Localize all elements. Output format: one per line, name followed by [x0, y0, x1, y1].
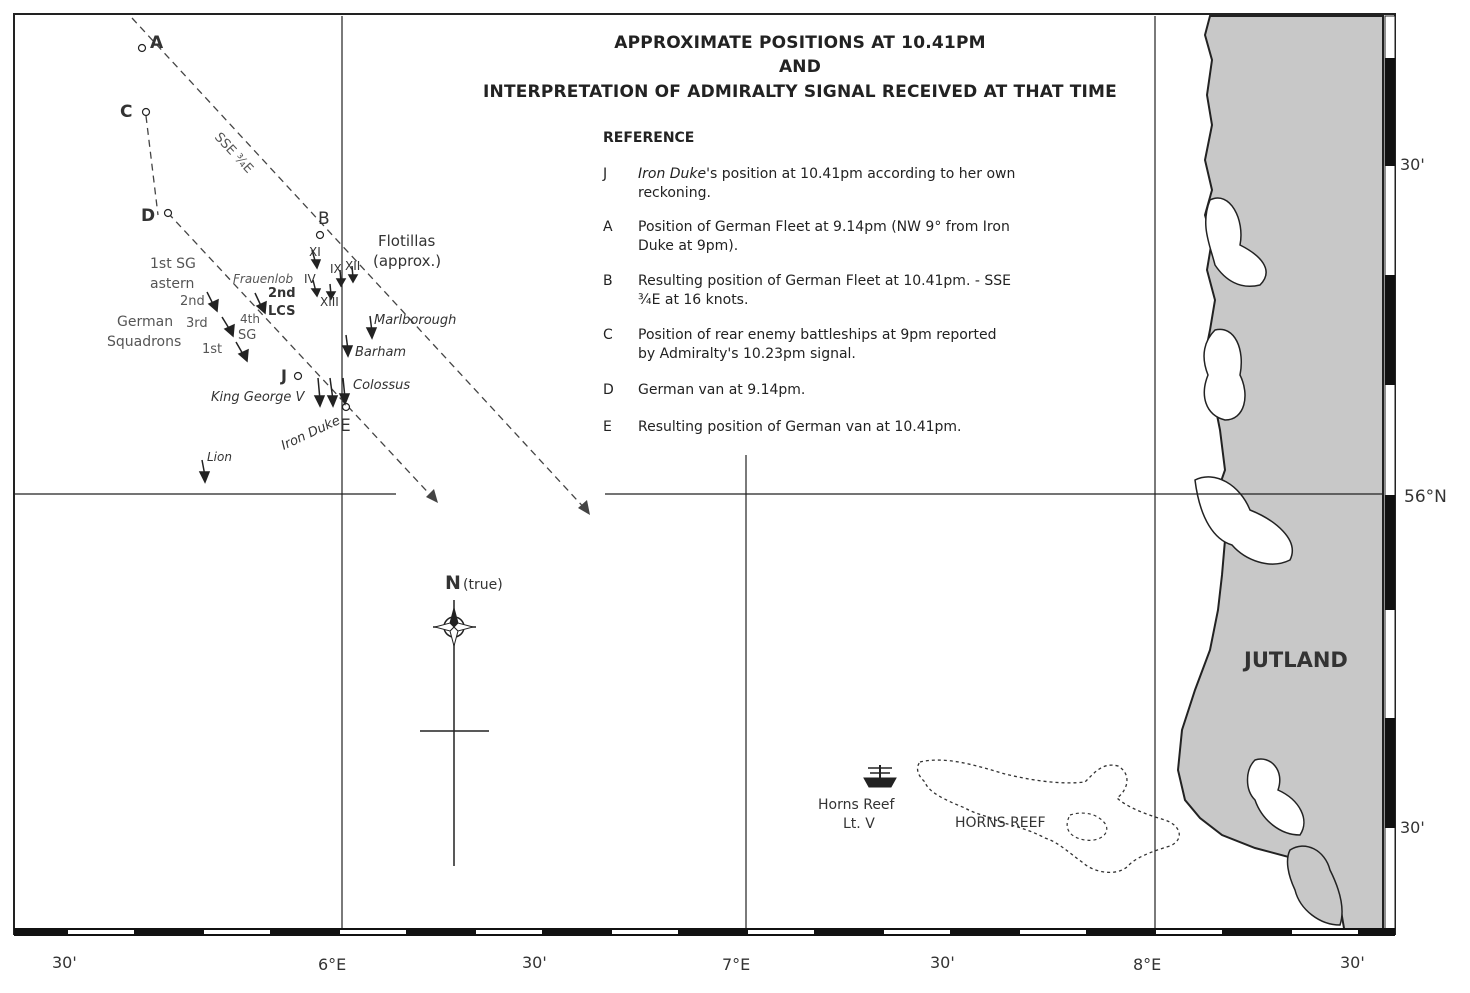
german-sg-label: SG [238, 328, 257, 343]
track-a-b-dashed [131, 17, 589, 513]
compass-n-label: N [445, 572, 461, 594]
horns-reef-lv-label-1: Horns Reef [818, 797, 895, 813]
point-e-marker [341, 402, 351, 412]
axis-bottom-label: 30' [930, 953, 955, 972]
map-title-line3: INTERPRETATION OF ADMIRALTY SIGNAL RECEI… [483, 82, 1117, 102]
german-3rd-label: 3rd [186, 316, 208, 331]
point-d-label: D [141, 206, 156, 226]
point-j-marker [293, 371, 303, 381]
reference-text: Resulting position of German van at 10.4… [638, 419, 962, 435]
horns-reef-outline [916, 759, 1180, 873]
axis-right-label-top: 30' [1400, 155, 1425, 174]
compass-true-label: (true) [463, 577, 503, 593]
axis-bottom-label: 6°E [318, 955, 347, 974]
fjord-ringkobing [1203, 328, 1246, 421]
map-title-line1: APPROXIMATE POSITIONS AT 10.41PM [614, 33, 986, 53]
island-south [1286, 845, 1343, 926]
map-title-line2: AND [778, 57, 822, 77]
german-label: German [117, 314, 174, 330]
flotilla-numeral: XI [309, 245, 321, 259]
lcs-2nd-label: 2nd [268, 286, 296, 301]
estuary-south [1246, 758, 1305, 836]
horns-reef-inner-outline [1066, 812, 1108, 841]
german-4th-label: 4th [240, 312, 260, 326]
axis-right-label-bottom: 30' [1400, 818, 1425, 837]
flotilla-numeral: XIII [320, 295, 339, 309]
reference-text: Iron Duke's position at 10.41pm accordin… [638, 165, 1018, 203]
german-squadrons-label: Squadrons [107, 334, 182, 350]
reference-key: J [603, 166, 608, 182]
colossus-label: Colossus [353, 378, 411, 393]
reference-text: Resulting position of German Fleet at 10… [638, 273, 1011, 308]
track-a-b-arrowhead [578, 500, 590, 515]
axis-bottom-label: 7°E [722, 955, 751, 974]
reference-key: C [603, 327, 613, 343]
track-d-e-dashed [167, 212, 436, 501]
axis-bottom-label: 8°E [1133, 955, 1162, 974]
reference-heading: REFERENCE [603, 130, 695, 146]
flotillas-sublabel: (approx.) [373, 252, 442, 270]
right-scale-bar [1384, 15, 1396, 935]
reference-text: Position of rear enemy battleships at 9p… [638, 327, 997, 362]
reference-key: B [603, 273, 613, 289]
track-d-e-arrowhead [426, 489, 438, 503]
marlborough-label: Marlborough [374, 313, 457, 328]
point-c-label: C [120, 102, 133, 122]
axis-bottom-label: 30' [1340, 953, 1365, 972]
barham-label: Barham [355, 345, 407, 360]
reference-key: A [603, 219, 613, 235]
point-j-label: J [281, 366, 287, 385]
point-b-label: B [318, 209, 330, 229]
horns-reef-lv-label-2: Lt. V [843, 816, 875, 832]
german-1st-label: 1st [202, 342, 223, 357]
point-d-marker [163, 208, 173, 218]
flotillas-label: Flotillas [378, 232, 436, 250]
fjord-south [1194, 476, 1293, 565]
bottom-scale-bar [14, 928, 1395, 936]
flotilla-numeral: XII [345, 259, 361, 273]
flotilla-numeral: IX [330, 262, 342, 276]
compass-rose [420, 600, 489, 866]
reference-key: D [603, 382, 614, 398]
frauenlob-label: Frauenlob [233, 272, 294, 286]
lion-label: Lion [207, 450, 232, 464]
axis-bottom-label: 30' [522, 953, 547, 972]
axis-right-label-56n: 56°N [1404, 487, 1447, 507]
jutland-label: JUTLAND [1244, 648, 1348, 672]
axis-bottom-label: 30' [52, 953, 77, 972]
reference-text: German van at 9.14pm. [638, 382, 806, 398]
ship-arrows [198, 249, 378, 484]
reference-text-rest: 's position at 10.41pm according to her … [638, 166, 1016, 201]
point-c-marker [141, 107, 151, 117]
fjord-north [1204, 197, 1267, 287]
track-c-dashed [145, 115, 159, 216]
horns-reef-label: HORNS REEF [955, 815, 1046, 831]
flotilla-numeral: IV [304, 272, 316, 286]
lightship-icon [863, 765, 897, 788]
reference-key: E [603, 419, 612, 435]
german-1st-sg-label: 1st SG [150, 256, 196, 272]
german-astern-label: astern [150, 276, 195, 292]
reference-text-italic: Iron Duke [638, 166, 707, 182]
point-a-marker [137, 43, 147, 53]
point-a-label: A [150, 33, 164, 53]
lcs-label: LCS [268, 304, 296, 319]
reference-text: Position of German Fleet at 9.14pm (NW 9… [638, 219, 1010, 254]
german-2nd-label: 2nd [180, 294, 205, 309]
point-b-marker [315, 230, 325, 240]
king-george-v-label: King George V [211, 390, 305, 405]
point-e-label: E [340, 416, 351, 436]
